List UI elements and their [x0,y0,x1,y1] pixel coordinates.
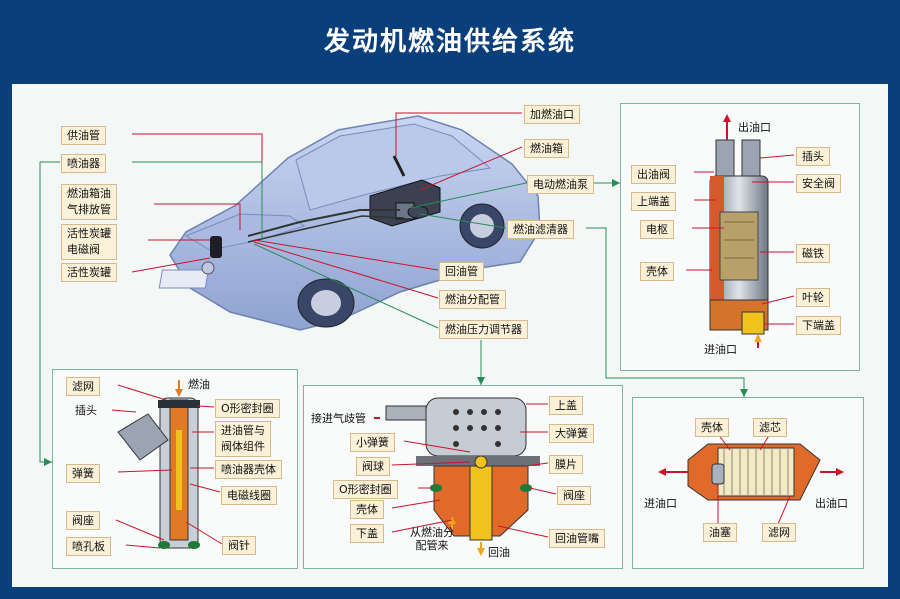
regulator-label-housing: 壳体 [350,500,384,519]
label-return-pipe: 回油管 [439,262,484,281]
filter-outlet-text: 出油口 [815,497,848,510]
pump-label-housing: 壳体 [640,262,674,281]
pump-label-upper-cap: 上端盖 [631,192,676,211]
filter-label-screen: 滤网 [762,523,796,542]
regulator-label-seat: 阀座 [557,486,591,505]
injector-label-inlet-line1: 进油管与 [221,424,265,437]
filter-illustration [658,443,844,501]
regulator-label-return-nozzle: 回油管嘴 [549,529,605,548]
regulator-label-large-spring: 大弹簧 [549,424,594,443]
label-filler-cap: 加燃油口 [524,105,580,124]
filter-inlet-text: 进油口 [644,497,677,510]
pump-leader-lines [686,154,795,325]
label-fuel-filter: 燃油滤清器 [507,220,574,239]
pump-label-armature: 电枢 [640,220,674,239]
filter-label-element: 滤芯 [753,418,787,437]
label-fuel-rail: 燃油分配管 [439,290,506,309]
injector-label-strainer: 滤网 [66,377,100,396]
regulator-label-small-spring: 小弹簧 [350,433,395,452]
label-fuel-tank: 燃油箱 [524,139,569,158]
label-canister-solenoid: 活性炭罐 电磁阀 [61,224,117,260]
label-pressure-regulator: 燃油压力调节器 [439,320,528,339]
injector-fuel-text: 燃油 [188,378,210,391]
label-tank-vent-line2: 气排放管 [67,203,111,216]
label-tank-vent-line1: 燃油箱油 [67,187,111,200]
regulator-leader-lines [391,403,557,538]
injector-leader-lines [111,384,223,549]
label-canister-solenoid-line1: 活性炭罐 [67,227,111,240]
regulator-label-cover: 上盖 [549,396,583,415]
injector-label-seat: 阀座 [66,511,100,530]
injector-illustration [117,380,200,549]
injector-label-nozzle-plate: 喷孔板 [66,537,111,556]
filter-label-housing: 壳体 [695,418,729,437]
pump-label-plug: 插头 [796,147,830,166]
injector-label-coil: 电磁线圈 [221,486,277,505]
fuel-pump-illustration [709,114,769,348]
label-carbon-canister: 活性炭罐 [61,263,117,282]
regulator-label-ball: 阀球 [356,457,390,476]
pump-label-lower-cap: 下端盖 [796,316,841,335]
label-fuel-supply-pipe: 供油管 [61,126,106,145]
pump-label-safety-valve: 安全阀 [796,174,841,193]
regulator-label-o-ring: O形密封圈 [333,480,398,499]
page-title: 发动机燃油供给系统 [323,27,576,57]
injector-label-housing: 喷油器壳体 [215,460,282,479]
regulator-illustration [374,397,540,556]
label-injector: 喷油器 [61,154,106,173]
pump-outlet-text: 出油口 [738,121,771,134]
pump-label-outlet-valve: 出油阀 [631,165,676,184]
regulator-return-text: 回油 [488,546,510,559]
injector-label-spring: 弹簧 [66,464,100,483]
pump-label-impeller: 叶轮 [796,288,830,307]
pump-label-magnet: 磁铁 [796,244,830,263]
regulator-label-diaphragm: 膜片 [549,455,583,474]
injector-label-o-ring: O形密封圈 [215,399,280,418]
injector-label-needle: 阀针 [222,536,256,555]
regulator-from-line2: 配管来 [415,539,449,552]
car-leader-lines [39,112,745,463]
pump-inlet-text: 进油口 [704,343,737,356]
label-electric-fuel-pump: 电动燃油泵 [527,175,594,194]
injector-plug-text: 插头 [75,404,97,417]
filter-label-plug: 油塞 [703,523,737,542]
label-canister-solenoid-line2: 电磁阀 [67,243,100,256]
injector-label-inlet-tube: 进油管与 阀体组件 [215,421,271,457]
injector-label-inlet-line2: 阀体组件 [221,440,265,453]
regulator-from-rail-text: 从燃油分 配管来 [410,526,454,552]
label-tank-vent-pipe: 燃油箱油 气排放管 [61,184,117,220]
regulator-from-line1: 从燃油分 [410,526,454,539]
regulator-label-lower-cover: 下盖 [350,524,384,543]
regulator-manifold-text: 接进气歧管 [311,412,366,425]
